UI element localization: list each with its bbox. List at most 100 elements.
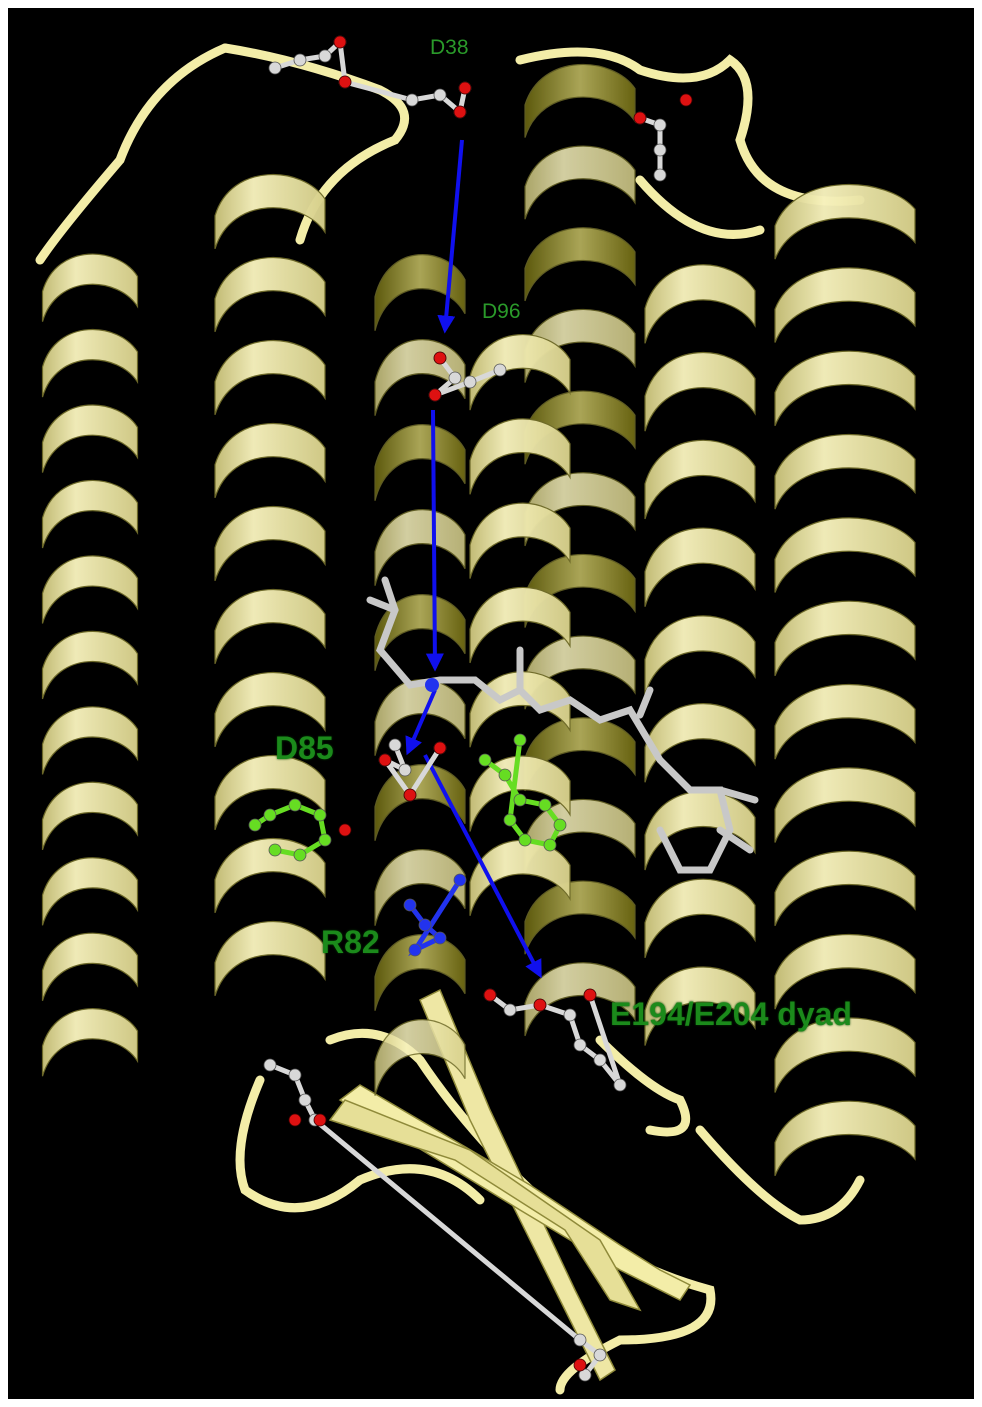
atom [504,1004,516,1016]
atom [264,1059,276,1071]
label-d85: D85 [275,730,334,767]
oxygen-atom [334,36,346,48]
atom [269,62,281,74]
helix-turn [775,1101,915,1176]
atom [434,89,446,101]
helix-3 [525,64,635,1035]
helix-turn [43,782,138,850]
atom [544,839,556,851]
atom [539,799,551,811]
atom [594,1054,606,1066]
oxygen-atom [634,112,646,124]
atom [514,734,526,746]
atom [504,814,516,826]
helix-turn [215,258,325,332]
helix-turn [645,704,755,783]
helix-1 [43,254,138,1076]
oxygen-atom [429,389,441,401]
atom [409,944,421,956]
atom [434,932,446,944]
helix-turn [375,510,465,586]
helix-turn [43,254,138,322]
atom [594,1349,606,1361]
atom [399,764,411,776]
helix-turn [375,425,465,501]
atom [389,739,401,751]
oxygen-atom [314,1114,326,1126]
helix-turn [525,64,635,137]
helix-turn [215,424,325,498]
atom [574,1039,586,1051]
helix-turn [215,507,325,581]
oxygen-atom [289,1114,301,1126]
atom [654,119,666,131]
helix-7 [645,265,755,1046]
atom [319,834,331,846]
atom [499,769,511,781]
helix-turn [43,556,138,624]
oxygen-atom [454,106,466,118]
helix-turn [775,601,915,676]
helix-turn [43,1009,138,1077]
oxygen-atom [574,1359,586,1371]
helix-turn [775,351,915,426]
label-d96: D96 [482,300,521,324]
schiff-base-nitrogen [425,678,439,692]
helix-turn [43,631,138,699]
atom [514,794,526,806]
atom [449,372,461,384]
helix-turn [775,768,915,843]
atom [479,754,491,766]
helix-turn [215,341,325,415]
atom [464,376,476,388]
residue-top-right [634,94,692,181]
helix-turn [645,879,755,958]
oxygen-atom [680,94,692,106]
helix-turn [525,228,635,301]
helix-turn [215,922,325,996]
oxygen-atom [339,824,351,836]
helix-turn [43,858,138,926]
helix-turn [43,933,138,1001]
helix-turn [525,146,635,219]
oxygen-atom [404,789,416,801]
helix-2 [215,175,325,996]
oxygen-atom [484,989,496,1001]
oxygen-atom [339,76,351,88]
label-e194-e204-dyad: E194/E204 dyad [610,996,852,1033]
atom [289,1069,301,1081]
atom [294,849,306,861]
helix-turn [645,353,755,432]
atom [269,844,281,856]
helix-turn [775,268,915,343]
helix-turn [43,405,138,473]
helix-turn [645,265,755,344]
atom [654,169,666,181]
helix-turn [775,518,915,593]
helix-turn [775,435,915,510]
atom [404,899,416,911]
structure-figure: D38 D96 D85 R82 E194/E204 dyad [8,8,974,1399]
atom [406,94,418,106]
oxygen-atom [584,989,596,1001]
helix-turn [775,851,915,926]
atom [564,1009,576,1021]
helix-turn [43,480,138,548]
atom [289,799,301,811]
oxygen-atom [434,352,446,364]
oxygen-atom [379,754,391,766]
helix-turn [645,616,755,695]
helix-turn [43,330,138,398]
helix-turn [525,881,635,954]
oxygen-atom [534,999,546,1011]
oxygen-atom [459,82,471,94]
atom [299,1094,311,1106]
atom [654,144,666,156]
protein-ribbon-scene [8,8,974,1399]
atom [554,819,566,831]
helix-turn [645,528,755,607]
atom [249,819,261,831]
atom [519,834,531,846]
atom [419,919,431,931]
atom [574,1334,586,1346]
